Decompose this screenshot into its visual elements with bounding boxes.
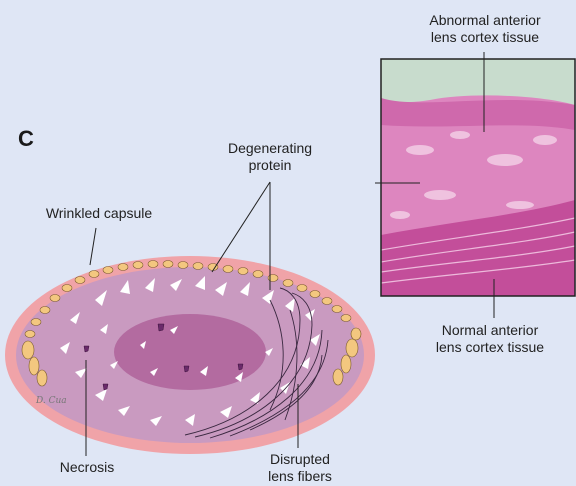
- artist-signature: D. Cua: [36, 396, 67, 406]
- panel-letter: C: [18, 126, 34, 152]
- normal-tissue-label-line1: Normal anterior: [410, 322, 570, 339]
- degenerating-label-line1: Degenerating: [200, 140, 340, 157]
- histology-image: [381, 59, 575, 296]
- abnormal-tissue-label: Abnormal anterior lens cortex tissue: [395, 12, 575, 46]
- degenerating-protein-label: Degenerating protein: [200, 140, 340, 174]
- lens-nucleus: [114, 314, 266, 390]
- normal-tissue-label: Normal anterior lens cortex tissue: [410, 322, 570, 356]
- disrupted-label-line1: Disrupted: [252, 451, 348, 468]
- degenerating-label-line2: protein: [200, 157, 340, 174]
- disrupted-label-line2: lens fibers: [252, 468, 348, 485]
- disrupted-fibers-label: Disrupted lens fibers: [252, 451, 348, 485]
- necrosis-label: Necrosis: [50, 459, 124, 476]
- abnormal-tissue-label-line2: lens cortex tissue: [395, 29, 575, 46]
- wrinkled-capsule-label: Wrinkled capsule: [24, 205, 174, 222]
- abnormal-tissue-label-line1: Abnormal anterior: [395, 12, 575, 29]
- normal-tissue-label-line2: lens cortex tissue: [410, 339, 570, 356]
